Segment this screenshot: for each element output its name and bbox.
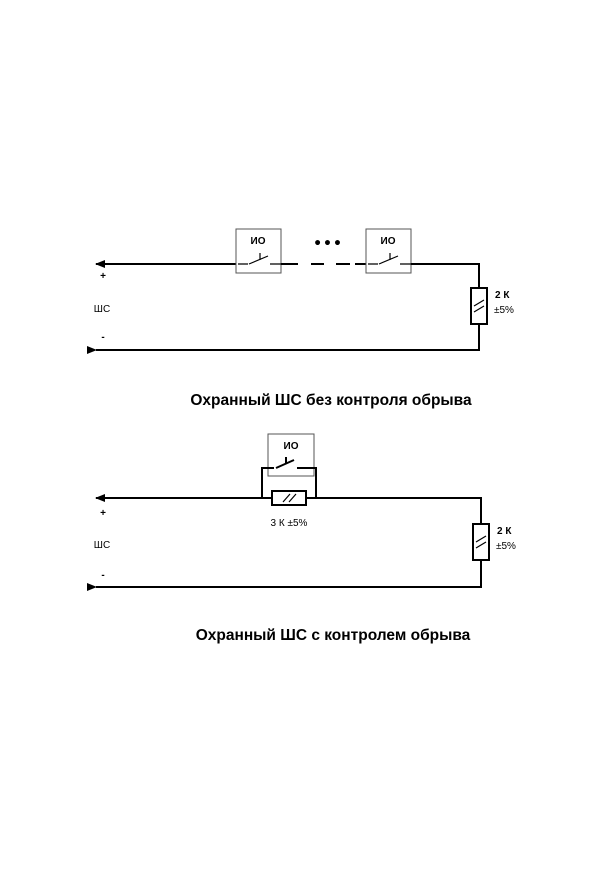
loop-minus-wire xyxy=(87,324,480,354)
plus-sign-2: + xyxy=(100,508,106,519)
plus-sign: + xyxy=(100,271,106,282)
end-resistor-1: 2 К ±5% xyxy=(470,287,514,325)
sensor-1: ИО xyxy=(235,228,282,274)
caption-1: Охранный ШС без контроля обрыва xyxy=(190,392,472,409)
sensor-2-contact xyxy=(368,253,411,265)
sensor-2-label: ИО xyxy=(381,236,396,247)
resistor-1-tolerance: ±5% xyxy=(494,305,514,316)
minus-sign-2: - xyxy=(101,570,104,581)
loop-minus-wire-2 xyxy=(87,560,482,591)
sensor-2-box xyxy=(365,228,412,274)
resistor-1-value: 2 К xyxy=(495,290,510,301)
diagram-without-break-control: ИО ••• ИО 2 К ±5% + ШС - Охранный ШС без… xyxy=(87,228,514,409)
sensor-1-label: ИО xyxy=(251,236,266,247)
shunt-resistor: 3 К ±5% xyxy=(271,490,308,529)
caption-2: Охранный ШС с контролем обрыва xyxy=(196,627,471,644)
sensor-3-label: ИО xyxy=(284,441,299,452)
sensor-3: ИО xyxy=(262,433,316,477)
sensor-2: ИО xyxy=(365,228,412,274)
sensor-3-contact xyxy=(262,457,316,469)
sensor-1-contact xyxy=(238,253,281,265)
resistor-2-value: 2 К xyxy=(497,526,512,537)
minus-sign: - xyxy=(101,332,104,343)
resistor-2-tolerance: ±5% xyxy=(496,541,516,552)
shunt-resistor-label: 3 К ±5% xyxy=(271,518,308,529)
sensor-1-box xyxy=(235,228,282,274)
end-resistor-2: 2 К ±5% xyxy=(472,523,516,561)
loop-label-2: ШС xyxy=(94,540,110,551)
loop-label: ШС xyxy=(94,304,110,315)
ellipsis: ••• xyxy=(313,236,343,252)
diagram-with-break-control: ИО 3 К ±5% 2 К ±5% + ШС - Охранный ШС с … xyxy=(87,433,516,644)
